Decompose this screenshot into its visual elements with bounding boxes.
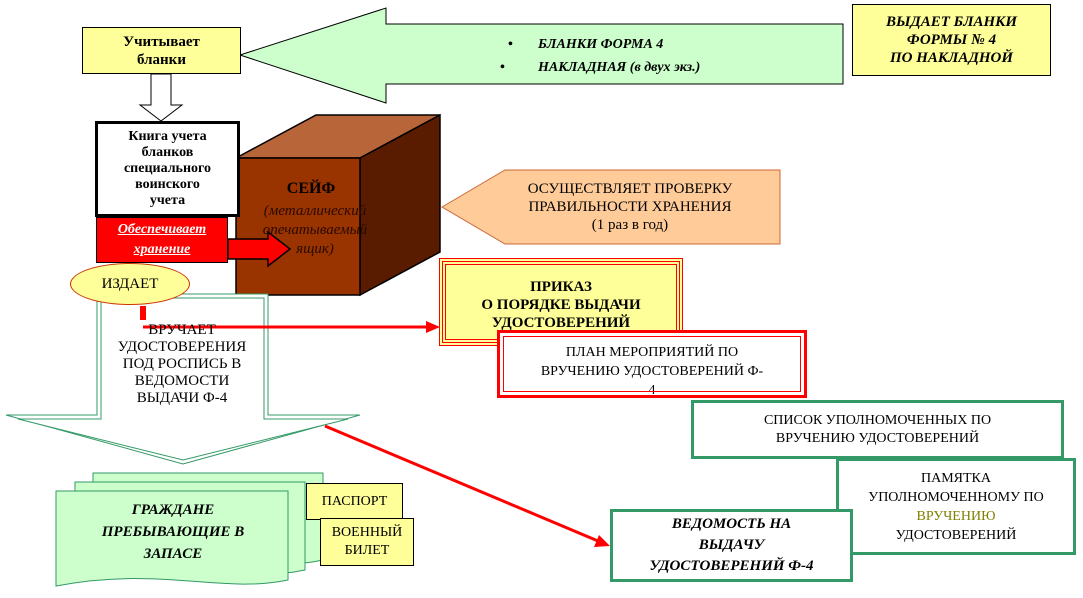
- check-text: ОСУЩЕСТВЛЯЕТ ПРОВЕРКУ ПРАВИЛЬНОСТИ ХРАНЕ…: [527, 181, 733, 233]
- statement-connector-arrowhead: [594, 535, 610, 547]
- check-arrow-shape: [441, 169, 781, 245]
- safe-subtitle: (металлический опечатываемый ящик): [262, 203, 368, 257]
- statement-connector-line: [324, 424, 599, 543]
- top-arrow-item-1: •БЛАНКИ ФОРМА 4: [508, 37, 664, 52]
- top-left-arrow-shape: [238, 7, 844, 104]
- issuer-box: ВЫДАЕТ БЛАНКИ ФОРМЫ № 4 ПО НАКЛАДНОЙ: [852, 4, 1051, 76]
- military-id-box: ВОЕННЫЙ БИЛЕТ: [320, 518, 414, 566]
- big-down-arrow-inner: [17, 297, 349, 461]
- accounts-box: Учитывает бланки: [82, 27, 241, 74]
- issues-ellipse: ИЗДАЕТ: [70, 263, 190, 305]
- statement-box: ВЕДОМОСТЬ НА ВЫДАЧУ УДОСТОВЕРЕНИЙ Ф-4: [610, 509, 853, 582]
- citizens-doc-front: [55, 490, 289, 587]
- safe-front-face: [235, 157, 361, 296]
- ledger-box: Книга учета бланков специального воинско…: [95, 121, 240, 217]
- plan-box: ПЛАН МЕРОПРИЯТИЙ ПО ВРУЧЕНИЮ УДОСТОВЕРЕН…: [497, 330, 807, 398]
- safe-title: СЕЙФ: [286, 180, 336, 197]
- citizens-text: ГРАЖДАНЕ ПРЕБЫВАЮЩИЕ В ЗАПАСЕ: [101, 502, 245, 562]
- hands-over-text: ВРУЧАЕТ УДОСТОВЕРЕНИЯ ПОД РОСПИСЬ В ВЕДО…: [117, 322, 247, 406]
- down-arrow-shape: [138, 73, 184, 122]
- storage-box: Обеспечивает хранение: [96, 217, 228, 263]
- bullet-icon: •: [500, 60, 505, 75]
- passport-box: ПАСПОРТ: [306, 483, 403, 520]
- memo-box: ПАМЯТКА УПОЛНОМОЧЕННОМУ ПО ВРУЧЕНИЮ УДОС…: [836, 458, 1076, 555]
- bullet-icon: •: [508, 37, 513, 52]
- issues-connector-arrowhead: [426, 321, 440, 333]
- list-box: СПИСОК УПОЛНОМОЧЕННЫХ ПО ВРУЧЕНИЮ УДОСТО…: [691, 400, 1064, 459]
- top-arrow-item-2: •НАКЛАДНАЯ (в двух экз.): [500, 60, 701, 75]
- storage-arrow-shape: [227, 230, 292, 268]
